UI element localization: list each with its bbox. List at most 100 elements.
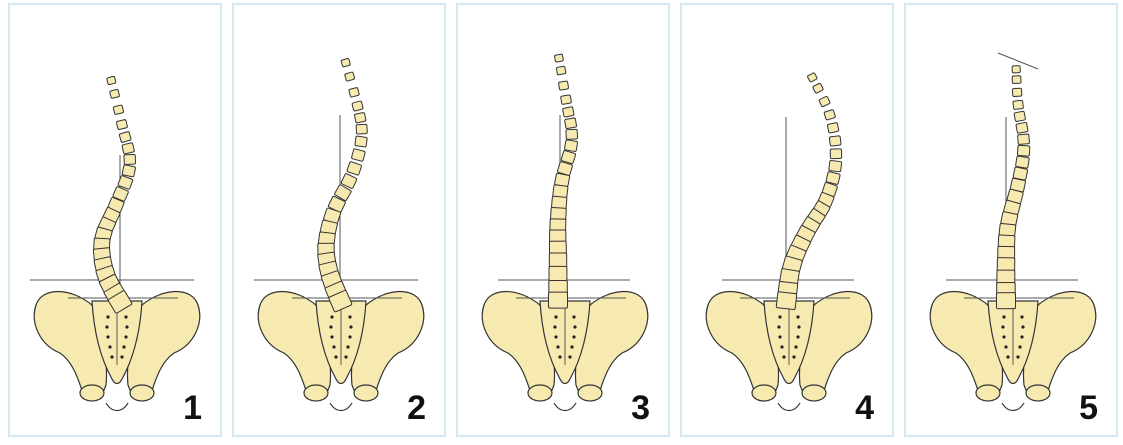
sacral-foramen-dot	[796, 335, 799, 338]
spine-pelvis-illustration	[682, 5, 892, 435]
panel-number: 4	[855, 391, 874, 425]
panel-number: 2	[407, 391, 426, 425]
spine-pelvis-illustration	[10, 5, 220, 435]
vertebra	[549, 253, 566, 268]
spine-pelvis-illustration	[234, 5, 444, 435]
vertebra	[352, 101, 363, 111]
sacral-foramen-dot	[794, 345, 797, 348]
vertebra	[829, 160, 842, 172]
sacral-foramen-dot	[782, 355, 785, 358]
vertebra	[562, 107, 574, 118]
sacral-foramen-dot	[122, 345, 125, 348]
vertebra	[776, 292, 797, 310]
sacral-foramen-dot	[108, 345, 111, 348]
sacral-foramen-dot	[570, 345, 573, 348]
sacral-foramen-dot	[348, 315, 351, 318]
vertebra	[351, 149, 365, 162]
vertebra	[996, 293, 1015, 309]
vertebra	[347, 161, 362, 175]
vertebra	[554, 54, 563, 62]
sacral-foramen-dot	[572, 315, 575, 318]
vertebra	[116, 119, 127, 129]
panel-2: 2	[232, 3, 446, 437]
vertebra	[1013, 100, 1024, 109]
sacral-foramen-dot	[332, 345, 335, 348]
sacral-foramen-dot	[330, 335, 333, 338]
sacral-foramen-dot	[1020, 335, 1023, 338]
vertebra	[119, 131, 131, 142]
vertebra	[561, 95, 572, 105]
sacral-foramen-dot	[106, 315, 109, 318]
vertebra	[1018, 134, 1030, 145]
pubic-arch	[106, 403, 128, 411]
sacral-foramen-dot	[1021, 325, 1024, 328]
panel-number: 1	[183, 391, 202, 425]
vertebra	[355, 136, 368, 147]
spine-pelvis-illustration	[906, 5, 1116, 435]
vertebra	[830, 149, 841, 159]
right-obturator-foramen	[130, 385, 154, 401]
pubic-arch	[554, 403, 576, 411]
panel-3: 3	[456, 3, 670, 437]
vertebra	[819, 96, 831, 107]
vertebra	[812, 83, 823, 94]
vertebra	[1012, 76, 1021, 84]
panel-number: 3	[631, 391, 650, 425]
vertebra	[564, 118, 576, 129]
vertebra	[1017, 145, 1030, 156]
sacral-foramen-dot	[1004, 345, 1007, 348]
vertebra	[566, 129, 578, 139]
sacral-foramen-dot	[1020, 315, 1023, 318]
vertebra	[107, 76, 116, 85]
sacral-foramen-dot	[792, 355, 795, 358]
sacral-foramen-dot	[334, 355, 337, 358]
left-obturator-foramen	[528, 385, 552, 401]
vertebra	[824, 109, 836, 120]
vertebra	[1012, 66, 1020, 73]
sacral-foramen-dot	[554, 335, 557, 338]
vertebra	[1012, 88, 1022, 96]
vertebra	[341, 58, 351, 67]
sacral-foramen-dot	[105, 325, 108, 328]
left-obturator-foramen	[752, 385, 776, 401]
sacral-foramen-dot	[1001, 325, 1004, 328]
vertebra	[1014, 111, 1026, 122]
pubic-arch	[778, 403, 800, 411]
spine	[318, 58, 368, 312]
sacral-foramen-dot	[568, 355, 571, 358]
sacral-foramen-dot	[558, 355, 561, 358]
spine	[996, 66, 1029, 309]
right-obturator-foramen	[578, 385, 602, 401]
panel-number: 5	[1079, 391, 1098, 425]
sacral-foramen-dot	[1002, 335, 1005, 338]
sacral-foramen-dot	[1006, 355, 1009, 358]
vertebra	[356, 124, 367, 134]
vertebra	[124, 154, 136, 164]
sacral-foramen-dot	[344, 355, 347, 358]
sacral-foramen-dot	[120, 355, 123, 358]
pubic-arch	[1002, 403, 1024, 411]
spine	[549, 54, 578, 308]
vertebra	[564, 140, 577, 152]
sacral-foramen-dot	[329, 325, 332, 328]
left-obturator-foramen	[304, 385, 328, 401]
panel-5: 5	[904, 3, 1118, 437]
sacral-foramen-dot	[553, 325, 556, 328]
spine	[93, 76, 135, 313]
sacral-foramen-dot	[572, 335, 575, 338]
pelvis	[482, 292, 647, 411]
sacral-foramen-dot	[1016, 355, 1019, 358]
vertebra	[549, 266, 567, 281]
vertebra	[1016, 122, 1028, 133]
vertebra	[549, 292, 568, 308]
sacral-foramen-dot	[348, 335, 351, 338]
right-obturator-foramen	[802, 385, 826, 401]
vertebra	[1015, 156, 1029, 168]
vertebra	[122, 165, 136, 177]
vertebra	[122, 143, 135, 155]
sacral-foramen-dot	[110, 355, 113, 358]
sacral-foramen-dot	[778, 335, 781, 338]
sacral-foramen-dot	[797, 325, 800, 328]
vertebra	[349, 87, 360, 97]
left-obturator-foramen	[976, 385, 1000, 401]
